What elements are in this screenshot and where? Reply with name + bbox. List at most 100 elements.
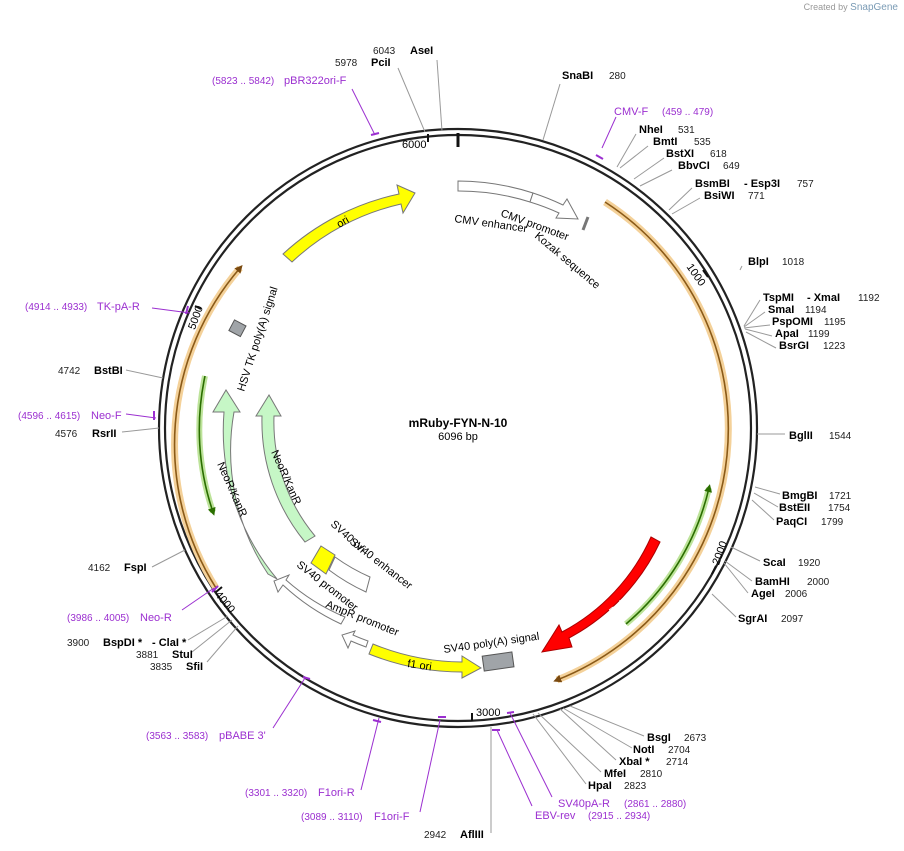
- site-xmai: - XmaI: [807, 292, 840, 304]
- primer-range-f1ori-f: (3089 .. 3110): [301, 812, 363, 823]
- plasmid-size: 6096 bp: [438, 431, 478, 443]
- plasmid-name: mRuby-FYN-N-10: [409, 416, 508, 430]
- snapgene-logo-text: SnapGene: [850, 2, 898, 13]
- site-bamhi: BamHI: [755, 576, 790, 588]
- ampr-promoter-feature: [341, 630, 369, 650]
- site-coord-bamhi: 2000: [807, 577, 830, 588]
- label-ori: ori: [335, 214, 352, 231]
- site-coord-paqci: 1799: [821, 517, 844, 528]
- ori-feature: [282, 184, 416, 263]
- primer-neo-f: Neo-F: [91, 410, 122, 422]
- f1-ori-feature: [368, 643, 482, 679]
- site-coord-hpai: 2823: [624, 781, 647, 792]
- site-coord-noti: 2704: [668, 745, 691, 756]
- sv40-polya-feature: [481, 651, 515, 672]
- site-snabi: SnaBI: [562, 70, 593, 82]
- site-coord-bmti: 535: [694, 137, 711, 148]
- site-blpi: BlpI: [748, 256, 769, 268]
- site-bspdi: BspDI *: [103, 637, 143, 649]
- site-coord-mfei: 2810: [640, 769, 663, 780]
- neo-outer-feature: [212, 389, 278, 580]
- sv40-enhancer-feature: [328, 556, 371, 593]
- primer-tk-pa-r: TK-pA-R: [97, 301, 140, 313]
- site-tspmi: TspMI: [763, 292, 794, 304]
- site-scai: ScaI: [763, 557, 786, 569]
- site-coord-blpi: 1018: [782, 257, 805, 268]
- site-pcii: PciI: [371, 57, 391, 69]
- site-coord-bmgbi: 1721: [829, 491, 852, 502]
- tick-mark-2000: [711, 565, 717, 575]
- primer-f1ori-f: F1ori-F: [374, 811, 410, 823]
- site-asei: AseI: [410, 45, 433, 57]
- sv40-ori-feature: [310, 545, 336, 575]
- site-hpai: HpaI: [588, 780, 612, 792]
- primer-range-pbabe3: (3563 .. 3583): [146, 731, 208, 742]
- site-bsgi: BsgI: [647, 732, 671, 744]
- site-coord-bsrgi: 1223: [823, 341, 846, 352]
- primer-range-pbr322ori-f: (5823 .. 5842): [212, 76, 274, 87]
- primer-labels: (5823 .. 5842) pBR322ori-F CMV-F (459 ..…: [18, 75, 713, 823]
- tick-mark-1000: [702, 269, 709, 278]
- site-coord-afliii: 2942: [424, 830, 447, 841]
- site-coord-bsgi: 2673: [684, 733, 707, 744]
- site-coord-bbvci: 649: [723, 161, 740, 172]
- site-coord-bstxi: 618: [710, 149, 727, 160]
- cmv-promoter-feature: [529, 192, 579, 220]
- primer-ebv-rev: EBV-rev: [535, 810, 576, 822]
- tick-6000: 6000: [402, 139, 426, 151]
- site-coord-smai: 1194: [805, 305, 827, 316]
- site-coord-bsiwi: 771: [748, 191, 765, 202]
- primer-range-tk-pa-r: (4914 .. 4933): [25, 302, 87, 313]
- site-coord-agei: 2006: [785, 589, 808, 600]
- site-coord-bstbi: 4742: [58, 366, 81, 377]
- site-smai: SmaI: [768, 304, 794, 316]
- site-bbvci: BbvCI: [678, 160, 710, 172]
- site-coord-sgrai: 2097: [781, 614, 804, 625]
- site-coord-xbai: 2714: [666, 757, 689, 768]
- site-coord-apai: 1199: [808, 329, 830, 340]
- site-afliii: AflIII: [460, 829, 484, 841]
- snapgene-credit: Created by SnapGene: [804, 2, 898, 13]
- primer-range-ebv-rev: (2915 .. 2934): [588, 811, 650, 822]
- site-esp3i: - Esp3I: [744, 178, 780, 190]
- site-bmti: BmtI: [653, 136, 677, 148]
- hsv-tk-polya-feature: [228, 319, 247, 338]
- site-bsrgi: BsrGI: [779, 340, 809, 352]
- mruby-feature: [540, 536, 661, 653]
- site-coord-bsteii: 1754: [828, 503, 851, 514]
- track-green-right-core: [625, 484, 712, 625]
- label-hsv-tk: HSV TK poly(A) signal: [235, 285, 280, 393]
- site-sgrai: SgrAI: [738, 613, 767, 625]
- primer-cmv-f: CMV-F: [614, 106, 649, 118]
- site-connectors: [121, 59, 785, 833]
- site-clai: - ClaI *: [152, 637, 187, 649]
- site-coord-stui: 3881: [136, 650, 159, 661]
- site-coord-rsrii: 4576: [55, 429, 78, 440]
- kozak-feature: [581, 216, 590, 231]
- primer-neo-r: Neo-R: [140, 612, 172, 624]
- tick-3000: 3000: [476, 707, 500, 719]
- site-coord-asei: 6043: [373, 46, 396, 57]
- site-coord-pspomi: 1195: [824, 317, 846, 328]
- track-orange-right-core: [553, 201, 730, 683]
- site-bmgbi: BmgBI: [782, 490, 817, 502]
- tick-mark-4000: [215, 586, 223, 593]
- sv40-promoter-feature: [273, 573, 346, 625]
- track-orange-left-core: [173, 264, 243, 589]
- primer-pbabe3: pBABE 3': [219, 730, 266, 742]
- site-coord-pcii: 5978: [335, 58, 358, 69]
- label-f1-ori: f1 ori: [407, 658, 433, 673]
- site-bsmbi: BsmBI: [695, 178, 730, 190]
- primer-range-neo-r: (3986 .. 4005): [67, 613, 129, 624]
- site-coord-fspi: 4162: [88, 563, 111, 574]
- site-xbai: XbaI *: [619, 756, 650, 768]
- site-coord-esp3i: 757: [797, 179, 814, 190]
- site-coord-bglii: 1544: [829, 431, 852, 442]
- site-stui: StuI: [172, 649, 193, 661]
- site-coord-sfii: 3835: [150, 662, 173, 673]
- tick-mark-5000: [194, 305, 202, 310]
- site-bstbi: BstBI: [94, 365, 123, 377]
- site-coord-bspdi: 3900: [67, 638, 90, 649]
- site-bsteii: BstEII: [779, 502, 810, 514]
- primer-connectors: [125, 88, 617, 813]
